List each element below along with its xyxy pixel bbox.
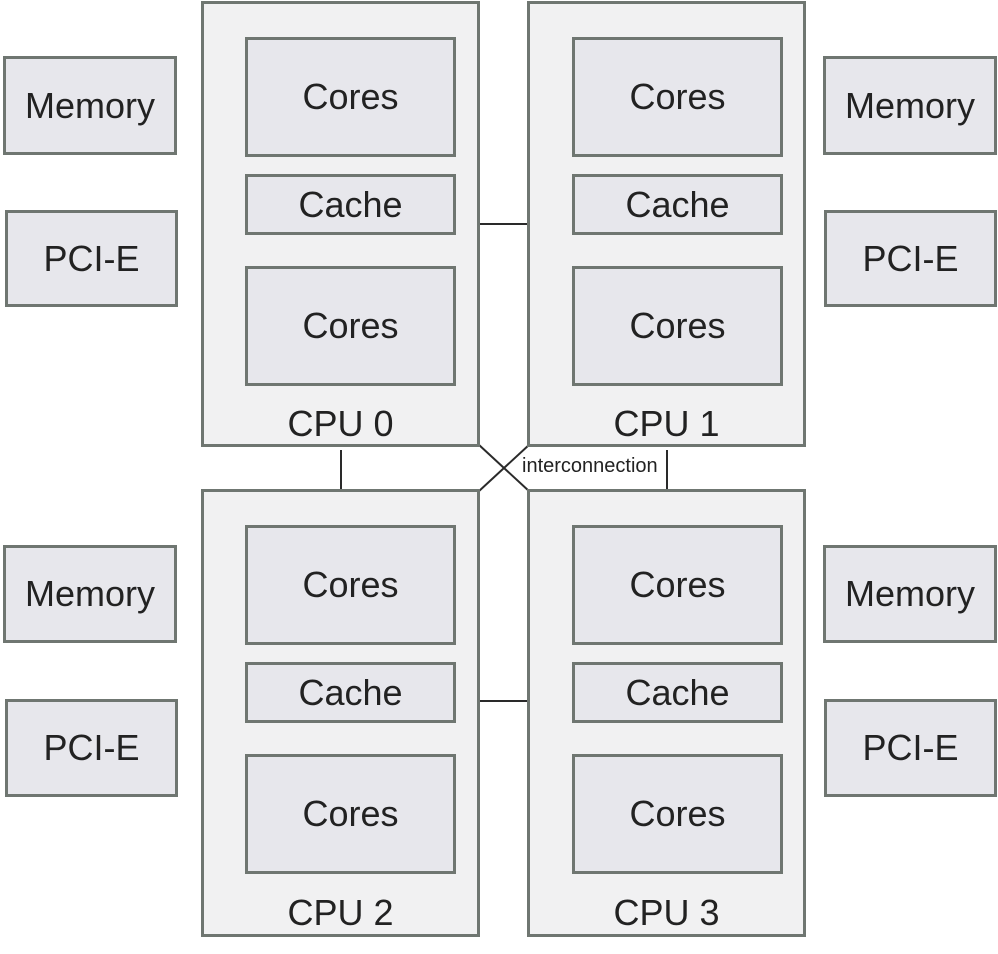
cpu1-cpu2-link xyxy=(477,443,531,493)
cpu-1-cores-bottom: Cores xyxy=(572,266,783,386)
cpu-0-memory: Memory xyxy=(3,56,177,155)
cpu-0-cores-top: Cores xyxy=(245,37,456,157)
cpu-1-cores-top: Cores xyxy=(572,37,783,157)
cpu-3-pcie: PCI-E xyxy=(824,699,997,797)
cpu-3-cores-top: Cores xyxy=(572,525,783,645)
cpu-3-memory: Memory xyxy=(823,545,997,643)
cpu-2-cache: Cache xyxy=(245,662,456,723)
cpu-3-cache: Cache xyxy=(572,662,783,723)
cpu-3-package: Cores Cache Cores CPU 3 xyxy=(527,489,806,937)
cpu-0-label: CPU 0 xyxy=(287,403,394,444)
cpu-2-label: CPU 2 xyxy=(287,892,394,933)
cpu-2-memory: Memory xyxy=(3,545,177,643)
cpu-1-label: CPU 1 xyxy=(613,403,720,444)
cpu-3-cores-bottom: Cores xyxy=(572,754,783,874)
cpu-1-cache: Cache xyxy=(572,174,783,235)
cpu-0-pcie: PCI-E xyxy=(5,210,178,307)
cpu-0-cache: Cache xyxy=(245,174,456,235)
cpu-2-cores-top: Cores xyxy=(245,525,456,645)
cpu-0-package: Cores Cache Cores CPU 0 xyxy=(201,1,480,447)
cpu-1-memory: Memory xyxy=(823,56,997,155)
cpu-2-pcie: PCI-E xyxy=(5,699,178,797)
cpu-2-cores-bottom: Cores xyxy=(245,754,456,874)
cpu-2-package: Cores Cache Cores CPU 2 xyxy=(201,489,480,937)
cpu-3-label: CPU 3 xyxy=(613,892,720,933)
cpu-0-cores-bottom: Cores xyxy=(245,266,456,386)
interconnect-label: interconnection xyxy=(522,455,658,477)
cpu-1-pcie: PCI-E xyxy=(824,210,997,307)
cpu-1-package: Cores Cache Cores CPU 1 xyxy=(527,1,806,447)
